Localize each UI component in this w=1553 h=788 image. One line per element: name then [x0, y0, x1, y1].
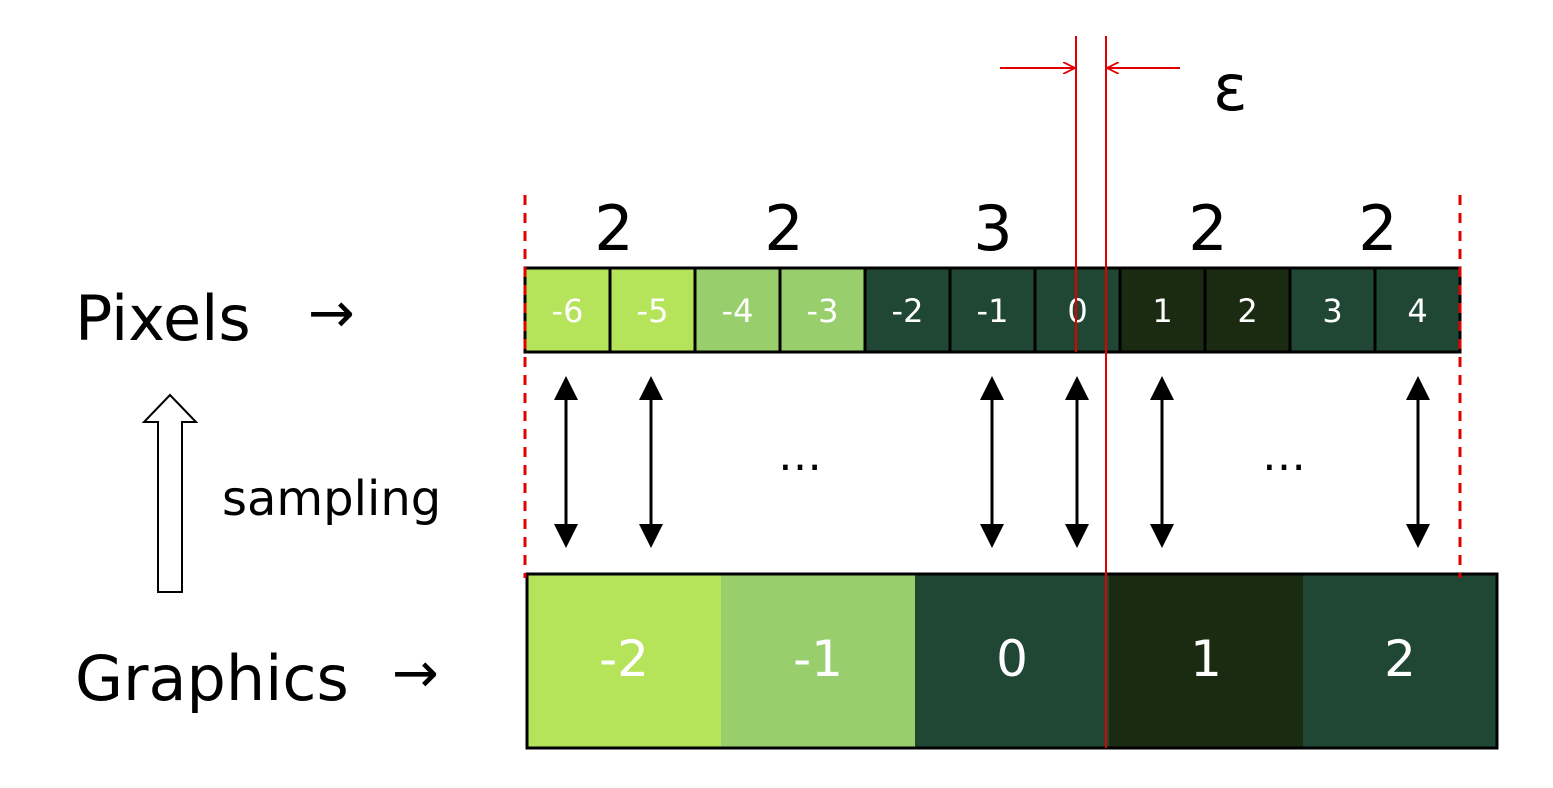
graphics-cell-label: 1 — [1190, 630, 1222, 688]
pixel-cell-label: -6 — [552, 292, 584, 330]
graphics-cell-box — [1303, 574, 1497, 748]
graphics-arrow: → — [392, 641, 439, 706]
pixel-cell: -2 — [863, 266, 952, 354]
pixel-cell: 0 — [1033, 266, 1122, 354]
pixel-cell-label: -3 — [807, 292, 839, 330]
pixel-cell: -5 — [608, 266, 697, 354]
graphics-cell-box — [527, 574, 721, 748]
pixel-cell: 1 — [1118, 266, 1207, 354]
pixel-cell-box — [1118, 266, 1207, 354]
double-arrow-icon — [1065, 376, 1089, 548]
pixel-cell: -6 — [523, 266, 612, 354]
epsilon-label: ε — [1213, 52, 1248, 126]
pixel-cell: -3 — [778, 266, 867, 354]
ellipsis-left: … — [778, 430, 822, 481]
pixel-cell-box — [693, 266, 782, 354]
double-arrow-icon — [980, 376, 1004, 548]
graphics-cell-label: -1 — [793, 630, 843, 688]
graphics-cell: 0 — [915, 574, 1109, 748]
graphics-cell-box — [1109, 574, 1303, 748]
pixel-cell: -4 — [693, 266, 782, 354]
group-count: 3 — [973, 192, 1012, 265]
double-arrow-icon — [554, 376, 578, 548]
group-counts: 2 2 3 2 2 — [594, 192, 1397, 265]
graphics-cell-box — [721, 574, 915, 748]
pixel-cell: 2 — [1203, 266, 1292, 354]
graphics-label: Graphics — [75, 642, 349, 715]
group-count: 2 — [1188, 192, 1227, 265]
group-count: 2 — [594, 192, 633, 265]
graphics-cell: -1 — [721, 574, 915, 748]
pixel-cell-label: -4 — [722, 292, 754, 330]
pixel-cell-box — [863, 266, 952, 354]
sample-arrows — [554, 376, 1430, 548]
pixel-cell-label: 0 — [1067, 292, 1087, 330]
pixel-cell-label: -2 — [892, 292, 924, 330]
sampling-label: sampling — [222, 471, 441, 527]
group-count: 2 — [764, 192, 803, 265]
graphics-row: -2 -1 0 1 2 — [525, 572, 1499, 750]
graphics-row-outline — [525, 572, 1499, 750]
graphics-cell-box — [915, 574, 1109, 748]
graphics-cell: -2 — [527, 574, 721, 748]
pixels-label: Pixels — [75, 282, 251, 355]
double-arrow-icon — [1406, 376, 1430, 548]
pixel-cell-label: 3 — [1322, 292, 1342, 330]
pixel-cell: 3 — [1288, 266, 1377, 354]
pixel-cell-label: -5 — [637, 292, 669, 330]
pixel-cell: -1 — [948, 266, 1037, 354]
double-arrow-icon — [639, 376, 663, 548]
pixel-cell-label: 2 — [1237, 292, 1257, 330]
graphics-cell-label: 2 — [1384, 630, 1416, 688]
pixel-cell-box — [1288, 266, 1377, 354]
sampling-up-arrow-icon — [141, 393, 199, 593]
pixel-cell-box — [1203, 266, 1292, 354]
pixel-row: -6 -5 -4 -3 -2 -1 0 1 2 3 4 — [523, 266, 1462, 354]
double-arrow-icon — [1150, 376, 1174, 548]
graphics-cell-label: -2 — [599, 630, 649, 688]
group-count: 2 — [1358, 192, 1397, 265]
pixel-cell-label: 1 — [1152, 292, 1172, 330]
pixel-cell-label: 4 — [1407, 292, 1427, 330]
graphics-cell: 2 — [1303, 574, 1497, 748]
graphics-cell-label: 0 — [996, 630, 1028, 688]
pixel-cell-box — [608, 266, 697, 354]
graphics-cell: 1 — [1109, 574, 1303, 748]
ellipsis-right: … — [1262, 430, 1306, 481]
pixel-cell-box — [948, 266, 1037, 354]
pixel-cell: 4 — [1373, 266, 1462, 354]
pixel-cell-label: -1 — [977, 292, 1009, 330]
pixels-arrow: → — [308, 281, 355, 346]
